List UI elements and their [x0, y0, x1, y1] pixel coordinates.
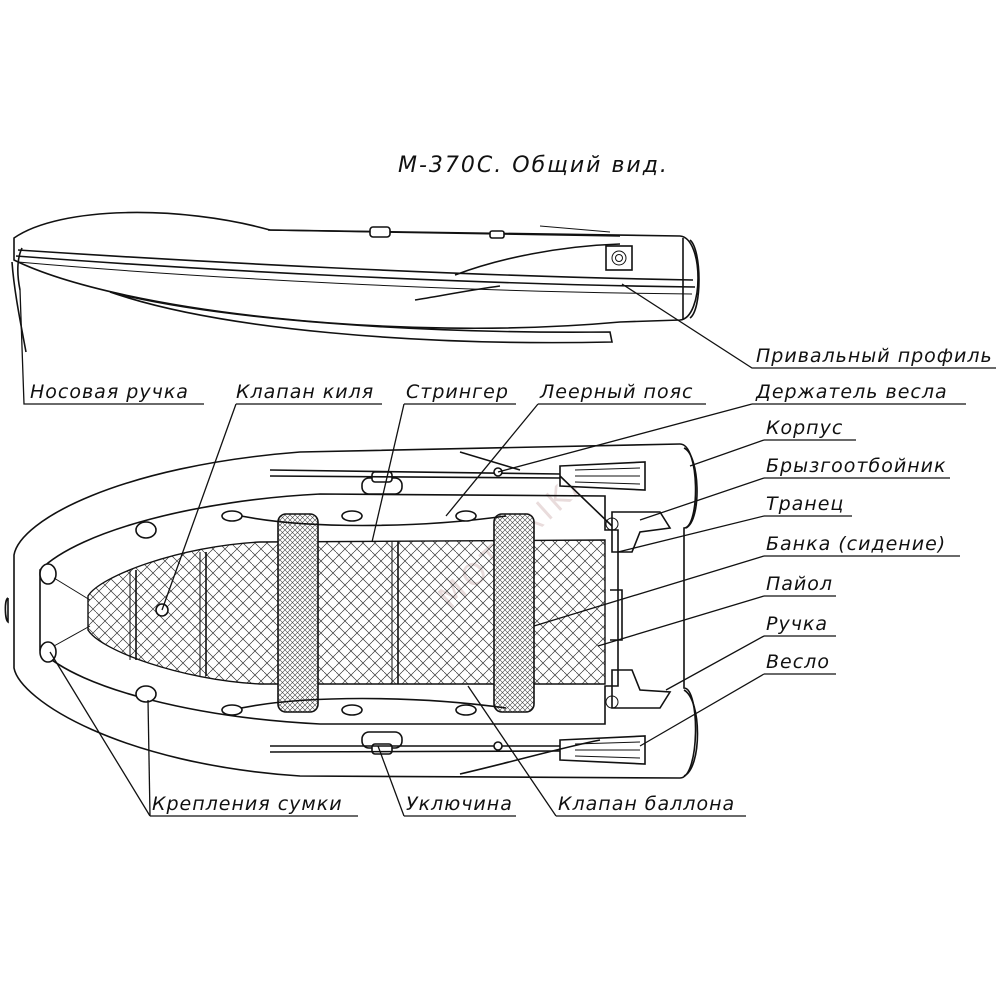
labels: Привальный профиль Носовая ручка Клапан …: [30, 345, 993, 815]
label-bench: Банка (сидение): [766, 533, 946, 555]
bag-mount-1: [39, 563, 57, 585]
valve-top: [135, 521, 157, 539]
label-oarlock: Уключина: [406, 793, 513, 815]
label-spray-guard: Брызгоотбойник: [766, 455, 946, 477]
label-floor: Пайол: [766, 573, 833, 595]
label-oar-holder: Держатель весла: [755, 381, 948, 403]
label-tube-valve: Клапан баллона: [558, 793, 735, 815]
label-oar: Весло: [766, 651, 830, 673]
label-keel-valve: Клапан киля: [236, 381, 374, 403]
side-view: [11, 211, 700, 353]
label-hull: Корпус: [766, 417, 843, 439]
leader-lines: [19, 283, 996, 817]
page-title: М-370С. Общий вид.: [398, 153, 669, 178]
label-bow-handle: Носовая ручка: [30, 381, 189, 403]
bag-mount-2: [39, 641, 57, 663]
label-bag-mounts: Крепления сумки: [152, 793, 343, 815]
label-lifeline: Леерный пояс: [539, 381, 693, 403]
label-handle: Ручка: [766, 613, 828, 635]
logo-box: [605, 245, 633, 271]
bench-1: [277, 513, 319, 713]
label-transom: Транец: [766, 493, 844, 515]
top-view: [4, 443, 699, 779]
bench-2: [493, 513, 535, 713]
label-stringer: Стрингер: [406, 381, 509, 403]
label-rub-rail: Привальный профиль: [756, 345, 993, 367]
valve-bottom: [135, 685, 157, 703]
